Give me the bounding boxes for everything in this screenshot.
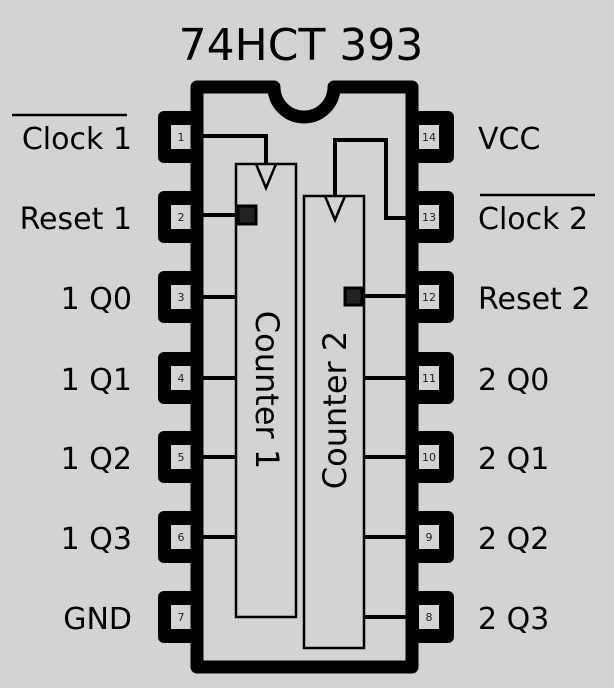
pin-number: 1 [178, 131, 185, 144]
clock1-wire [203, 134, 268, 164]
internal-wiring [203, 134, 406, 619]
pin-number: 13 [422, 211, 436, 224]
pin-number: 12 [422, 291, 436, 304]
right-pins: 14 VCC 13 Clock 2 12 Reset 2 11 2 Q0 10 2 Q1 9 2 Q2… [404, 111, 595, 643]
pin-number-box [419, 366, 439, 390]
pin-14: 14 VCC [404, 111, 540, 163]
pin-number: 3 [178, 291, 185, 304]
pin-label: GND [63, 602, 132, 637]
pin-5: 5 1 Q2 [61, 431, 208, 483]
pin-number: 11 [422, 372, 436, 385]
pin-number: 5 [178, 451, 185, 464]
pin-8: 8 2 Q3 [404, 591, 549, 643]
pin-label: 1 Q0 [61, 282, 132, 317]
pin-number-box [171, 605, 191, 629]
reset-marker-icon [236, 204, 258, 226]
pin-number-box [419, 605, 439, 629]
pin-number-box [171, 445, 191, 469]
pin-3: 3 1 Q0 [61, 271, 208, 323]
pin-number-box [419, 525, 439, 549]
pin-9: 9 2 Q2 [404, 511, 549, 563]
pin-6: 6 1 Q3 [61, 511, 208, 563]
left-pins: 1 Clock 1 2 Reset 1 3 1 Q0 4 1 Q1 5 1 Q2 6 1 Q3 7 GND [12, 111, 208, 643]
pin-label: Clock 1 [22, 122, 132, 157]
pin-label: 1 Q3 [61, 522, 132, 557]
counter1-label: Counter 1 [248, 311, 286, 469]
pin-2: 2 Reset 1 [20, 191, 208, 243]
clock2-wire [333, 138, 406, 220]
pin-number: 10 [422, 451, 436, 464]
pin-number-box [171, 125, 191, 149]
pin-label: 1 Q1 [61, 363, 132, 398]
pin-number: 2 [178, 211, 185, 224]
pin-7: 7 GND [63, 591, 208, 643]
pin-number: 4 [178, 372, 185, 385]
clock-triangle-icon [254, 163, 278, 192]
pin-number-box [419, 445, 439, 469]
pin-13: 13 Clock 2 [404, 191, 595, 243]
pin-11: 11 2 Q0 [404, 352, 549, 404]
pin-label: VCC [478, 122, 540, 157]
pin-4: 4 1 Q1 [61, 352, 208, 404]
pin-number: 14 [422, 131, 436, 144]
pin-number-box [419, 125, 439, 149]
pin-label: 2 Q3 [478, 602, 549, 637]
pin-number: 6 [178, 531, 185, 544]
pin-label: 1 Q2 [61, 442, 132, 477]
counter2-block: Counter 2 [302, 194, 366, 650]
pin-label: 2 Q1 [478, 442, 549, 477]
chip-title: 74HCT 393 [179, 20, 424, 71]
pin-label: Clock 2 [478, 202, 588, 237]
pin-number: 8 [426, 611, 433, 624]
pin-12: 12 Reset 2 [404, 271, 590, 323]
pin-number-box [171, 366, 191, 390]
pin-number-box [171, 285, 191, 309]
pin-number: 9 [426, 531, 433, 544]
pin-number: 7 [178, 611, 185, 624]
pin-label: 2 Q0 [478, 363, 549, 398]
counter1-block: Counter 1 [234, 162, 298, 619]
pin-number-box [171, 205, 191, 229]
pin-number-box [419, 205, 439, 229]
pin-number-box [171, 525, 191, 549]
reset-marker-icon [343, 286, 364, 307]
pin-1: 1 Clock 1 [12, 111, 208, 163]
pin-label: Reset 2 [478, 282, 590, 317]
pin-label: Reset 1 [20, 202, 132, 237]
clock-triangle-icon [323, 195, 347, 224]
pin-number-box [419, 285, 439, 309]
pin-label: 2 Q2 [478, 522, 549, 557]
counter2-label: Counter 2 [316, 331, 354, 489]
pin-10: 10 2 Q1 [404, 431, 549, 483]
